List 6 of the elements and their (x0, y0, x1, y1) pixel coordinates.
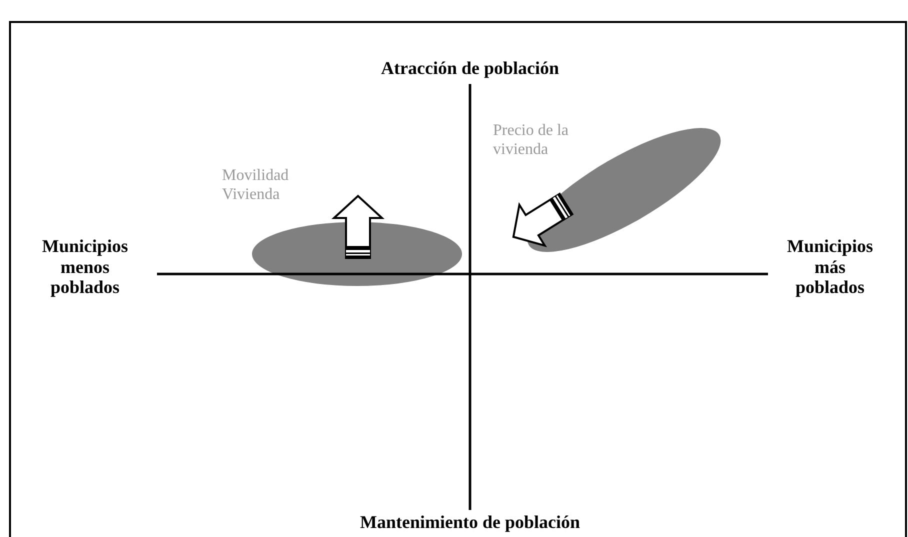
axis-label: Mantenimiento de población (358, 512, 581, 533)
axis-label: Atracción de población (380, 58, 560, 79)
region-label: Movilidad Vivienda (222, 166, 290, 204)
axis-label: Municipios más poblados (786, 236, 874, 298)
region-label: Precio de la vivienda (493, 121, 570, 160)
axis-label: Municipios menos poblados (40, 236, 130, 298)
